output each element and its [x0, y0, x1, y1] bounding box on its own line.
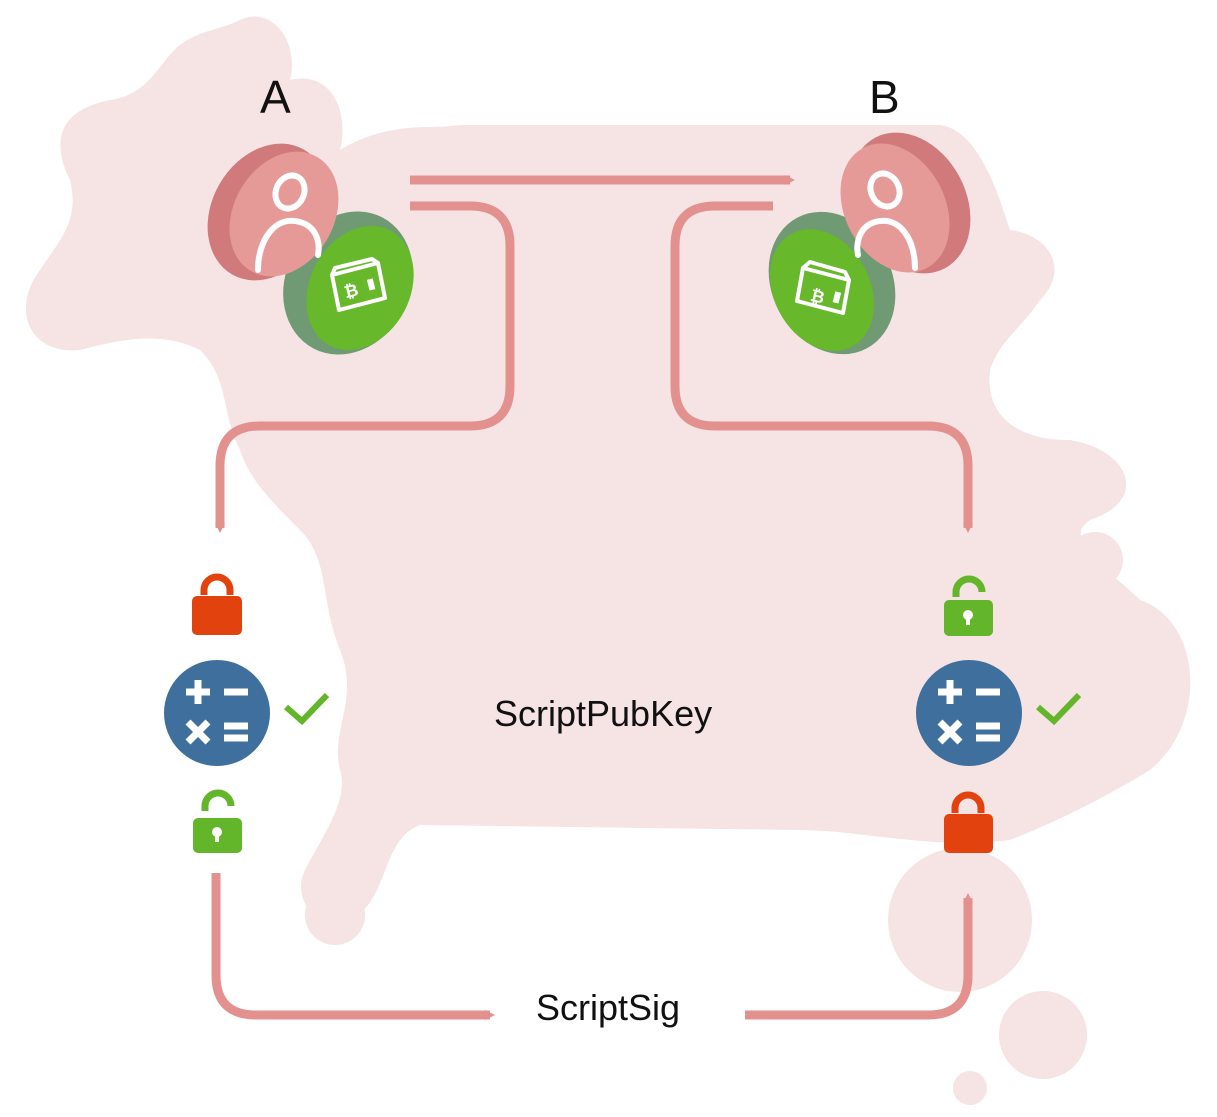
svg-text:₿: ₿: [808, 286, 826, 309]
arrow-scriptsig-to-right-lock: [745, 893, 973, 1020]
right-verification: [916, 575, 1082, 853]
bitcoin-wallet-icon: ₿: [330, 257, 387, 312]
arrow-b-to-right-lock: [670, 201, 973, 533]
node-a-label: A: [260, 71, 291, 123]
lock-open-icon: [944, 575, 993, 636]
user-icon: [854, 170, 918, 271]
lock-closed-icon: [192, 573, 242, 635]
bitcoin-wallet-icon: ₿: [795, 260, 851, 315]
lock-open-icon: [193, 789, 242, 853]
script-sig-label: ScriptSig: [536, 987, 681, 1028]
check-icon: [284, 692, 330, 726]
calculator-icon: [916, 660, 1022, 766]
node-b[interactable]: ₿: [744, 111, 994, 376]
lock-closed-icon: [944, 791, 993, 853]
node-b-label: B: [869, 71, 900, 123]
script-pub-key-label: ScriptPubKey: [494, 693, 713, 734]
node-a[interactable]: ₿: [184, 122, 438, 378]
a-user-coin: [207, 143, 339, 281]
left-verification: [164, 573, 330, 853]
arrow-left-lock-to-scriptsig: [211, 873, 495, 1020]
user-icon: [255, 172, 322, 273]
arrow-a-to-left-lock: [215, 201, 515, 533]
b-user-coin: [840, 132, 971, 274]
check-icon: [1036, 692, 1082, 726]
calculator-icon: [164, 660, 270, 766]
svg-text:₿: ₿: [342, 280, 360, 303]
